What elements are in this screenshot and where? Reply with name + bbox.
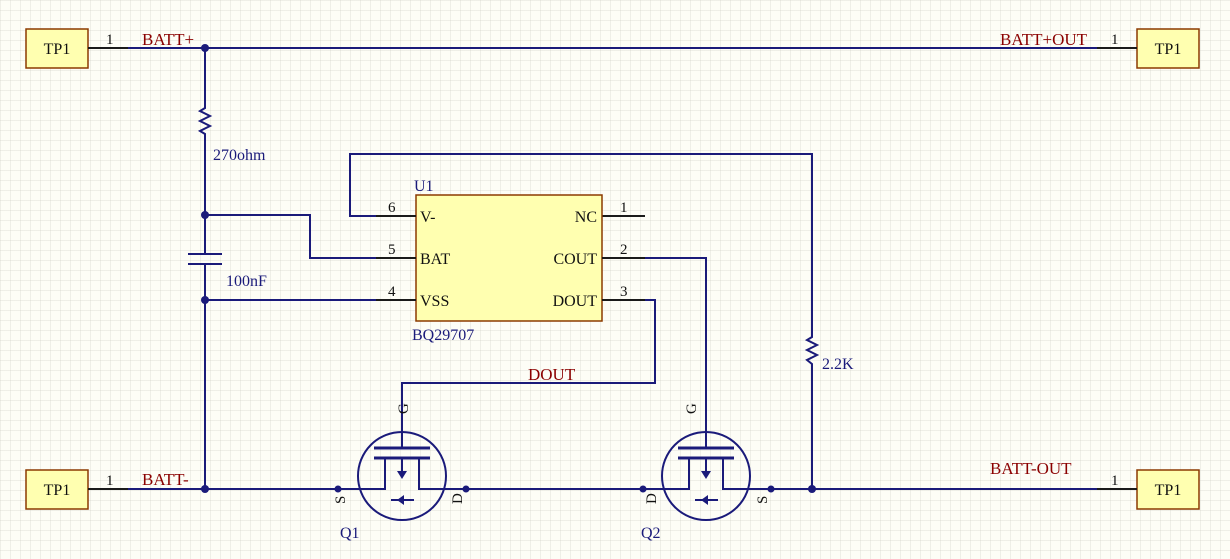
test-point-batt-minus-out[interactable]: TP1 1 [1097,469,1200,510]
resistor-270ohm[interactable]: 270ohm [197,102,266,164]
ic-designator: U1 [414,178,434,195]
mosfet-designator: Q2 [641,525,661,542]
junction-dots [201,44,816,493]
wire-cout [645,257,707,440]
test-point-label: TP1 [1155,482,1182,499]
ic-pin-name: BAT [420,251,450,268]
drain-label: D [644,493,660,504]
test-point-label: TP1 [44,41,71,58]
ic-pin-number: 5 [388,242,396,258]
ic-part-number: BQ29707 [412,327,474,344]
source-label: S [333,496,349,504]
drain-label: D [450,493,466,504]
net-label-dout: DOUT [528,365,576,384]
capacitor-value: 100nF [226,273,267,290]
test-point-batt-plus[interactable]: TP1 1 [25,28,128,69]
ic-u1[interactable]: U1 BQ29707 6 5 4 1 2 3 V- BAT VSS NC COU… [376,178,645,344]
wire-bat-node [204,138,376,259]
wire-vss-node [204,264,376,489]
mosfet-q2[interactable]: G D S Q2 [641,403,771,542]
wire-batt-plus [128,47,1097,102]
capacitor-100nf[interactable]: 100nF [188,253,267,290]
ic-pin-number: 2 [620,242,628,258]
test-point-label: TP1 [1155,41,1182,58]
pin-number: 1 [1111,473,1119,489]
ic-pin-number: 4 [388,284,396,300]
wire-dout [401,299,656,440]
resistor-2-2k[interactable]: 2.2K [804,330,854,373]
ic-pin-number: 6 [388,200,396,216]
wire-v-minus [349,153,813,489]
ic-pin-name: V- [420,209,435,226]
ic-pin-number: 1 [620,200,628,216]
source-label: S [755,496,771,504]
ic-pin-name: DOUT [553,293,598,310]
pin-number: 1 [106,32,114,48]
mosfet-q1[interactable]: G S D Q1 [333,403,466,542]
pin-number: 1 [106,473,114,489]
resistor-value: 2.2K [822,356,854,373]
test-point-batt-minus[interactable]: TP1 1 [25,469,128,510]
ic-pin-name: NC [575,209,597,226]
mosfet-designator: Q1 [340,525,360,542]
ic-pin-name: COUT [553,251,597,268]
gate-label: G [396,403,412,414]
net-label-batt-minus: BATT- [142,470,189,489]
test-point-batt-plus-out[interactable]: TP1 1 [1097,28,1200,69]
net-label-batt-plus-out: BATT+OUT [1000,30,1088,49]
ic-pin-number: 3 [620,284,628,300]
gate-label: G [684,403,700,414]
net-label-batt-minus-out: BATT-OUT [990,459,1072,478]
resistor-value: 270ohm [213,147,266,164]
pin-number: 1 [1111,32,1119,48]
net-label-batt-plus: BATT+ [142,30,194,49]
ic-pin-name: VSS [420,293,449,310]
test-point-label: TP1 [44,482,71,499]
